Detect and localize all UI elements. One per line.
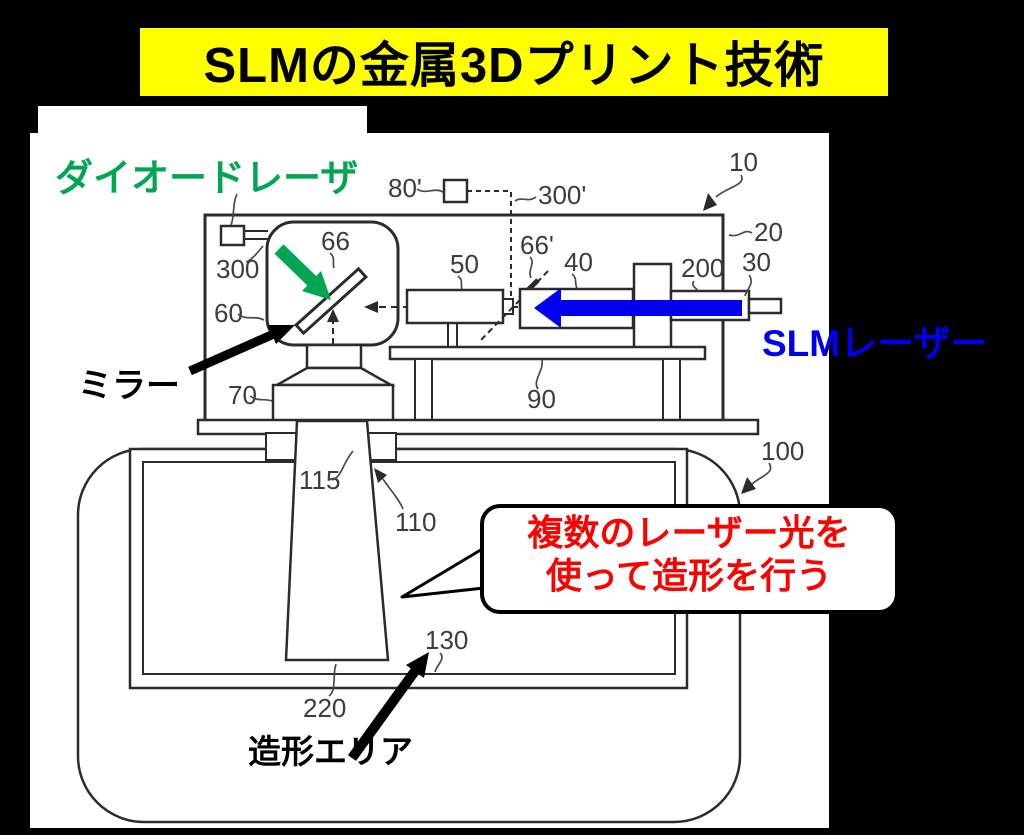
callout-body xyxy=(480,504,899,614)
lead-20 xyxy=(728,230,753,237)
support-table-90 xyxy=(388,345,707,361)
page-title: SLMの金属3Dプリント技術 xyxy=(203,39,824,93)
ref-300p: 300' xyxy=(538,180,586,210)
lead-130 xyxy=(434,652,443,673)
arrowhead-110 xyxy=(374,468,387,483)
build-area-pointer-arrow xyxy=(347,652,429,761)
diode-module-box xyxy=(219,224,246,247)
lead-90 xyxy=(535,359,544,390)
callout-bubble: 複数のレーザー光を 使って造形を行う xyxy=(400,504,899,614)
splitter-dashed-diagonal xyxy=(479,270,549,342)
ref-200: 200 xyxy=(681,253,724,283)
table-leg-left xyxy=(414,358,433,421)
control-dashed-line xyxy=(467,190,512,305)
mirror-arrow-shaft xyxy=(188,328,278,376)
ref-66: 66 xyxy=(321,226,350,256)
lead-100 xyxy=(749,462,772,487)
patent-figure: 80' 300' 10 20 30 200 66 50 66' 40 300 6… xyxy=(76,147,804,824)
laser-output-tube-30 xyxy=(747,297,783,315)
ref-130: 130 xyxy=(425,625,468,655)
ref-60: 60 xyxy=(214,298,243,328)
lead-line-diode xyxy=(230,193,238,226)
ref-20: 20 xyxy=(754,217,783,247)
lead-200 xyxy=(691,280,699,292)
build-arrow-head xyxy=(406,652,429,678)
lead-300 xyxy=(245,245,264,263)
ref-40: 40 xyxy=(564,247,593,277)
scanner-neck xyxy=(305,343,363,370)
green-arrow-shaft xyxy=(274,244,317,286)
cone-flange-right xyxy=(365,432,397,461)
green-arrow-head xyxy=(302,271,331,300)
blue-laser-arrow xyxy=(534,288,742,328)
ref-110: 110 xyxy=(395,507,436,537)
beam-arrowhead-up xyxy=(327,309,339,322)
build-area-label: 造形エリア xyxy=(248,733,413,770)
build-arrow-shaft xyxy=(347,668,420,761)
mirror-label: ミラー xyxy=(78,367,180,405)
lead-110 xyxy=(382,478,404,510)
callout-text-line2: 使って造形を行う xyxy=(546,555,832,596)
laser-beam-cone xyxy=(284,419,390,662)
lead-300p xyxy=(514,196,537,202)
ref-10: 10 xyxy=(729,147,758,177)
optic-connector xyxy=(502,298,514,315)
lead-220 xyxy=(328,663,337,697)
lead-60 xyxy=(237,313,265,321)
lead-30 xyxy=(744,274,753,297)
ref-30: 30 xyxy=(742,247,771,277)
ref-70: 70 xyxy=(228,380,257,410)
ref-50: 50 xyxy=(450,249,479,279)
mirror-pointer-arrow xyxy=(188,325,295,376)
title-banner xyxy=(140,28,888,96)
lead-40 xyxy=(571,273,578,289)
sensor-box-80 xyxy=(442,178,469,204)
ref-100: 100 xyxy=(761,436,804,466)
lead-10 xyxy=(715,174,743,198)
mirror-arrow-head xyxy=(268,325,295,344)
lead-66p xyxy=(529,256,533,279)
arrowhead-100 xyxy=(741,477,756,494)
ref-90: 90 xyxy=(527,384,556,414)
cone-flange-left xyxy=(265,432,297,461)
lead-115 xyxy=(331,450,354,481)
panel-tab xyxy=(38,106,367,136)
diode-laser-label: ダイオードレーザ xyxy=(55,158,358,200)
arrowhead-10 xyxy=(703,193,717,211)
ref-66p: 66' xyxy=(520,230,554,260)
table-leg-right xyxy=(662,358,681,421)
lead-80p xyxy=(416,188,444,193)
pedestal-box-70 xyxy=(271,383,395,423)
lead-50 xyxy=(457,275,463,290)
beam-arrowhead-left xyxy=(364,301,378,313)
ref-300: 300 xyxy=(216,254,259,284)
ref-220: 220 xyxy=(303,693,346,723)
lead-70 xyxy=(249,395,273,402)
green-laser-arrow xyxy=(274,244,331,300)
callout-text-line1: 複数のレーザー光を xyxy=(527,512,850,553)
optic-box-50 xyxy=(405,288,505,325)
housing-bottom-plate xyxy=(196,418,760,436)
slm-laser-label: SLMレーザー xyxy=(762,323,987,364)
lead-66 xyxy=(329,252,335,269)
ref-80p: 80' xyxy=(388,173,422,203)
